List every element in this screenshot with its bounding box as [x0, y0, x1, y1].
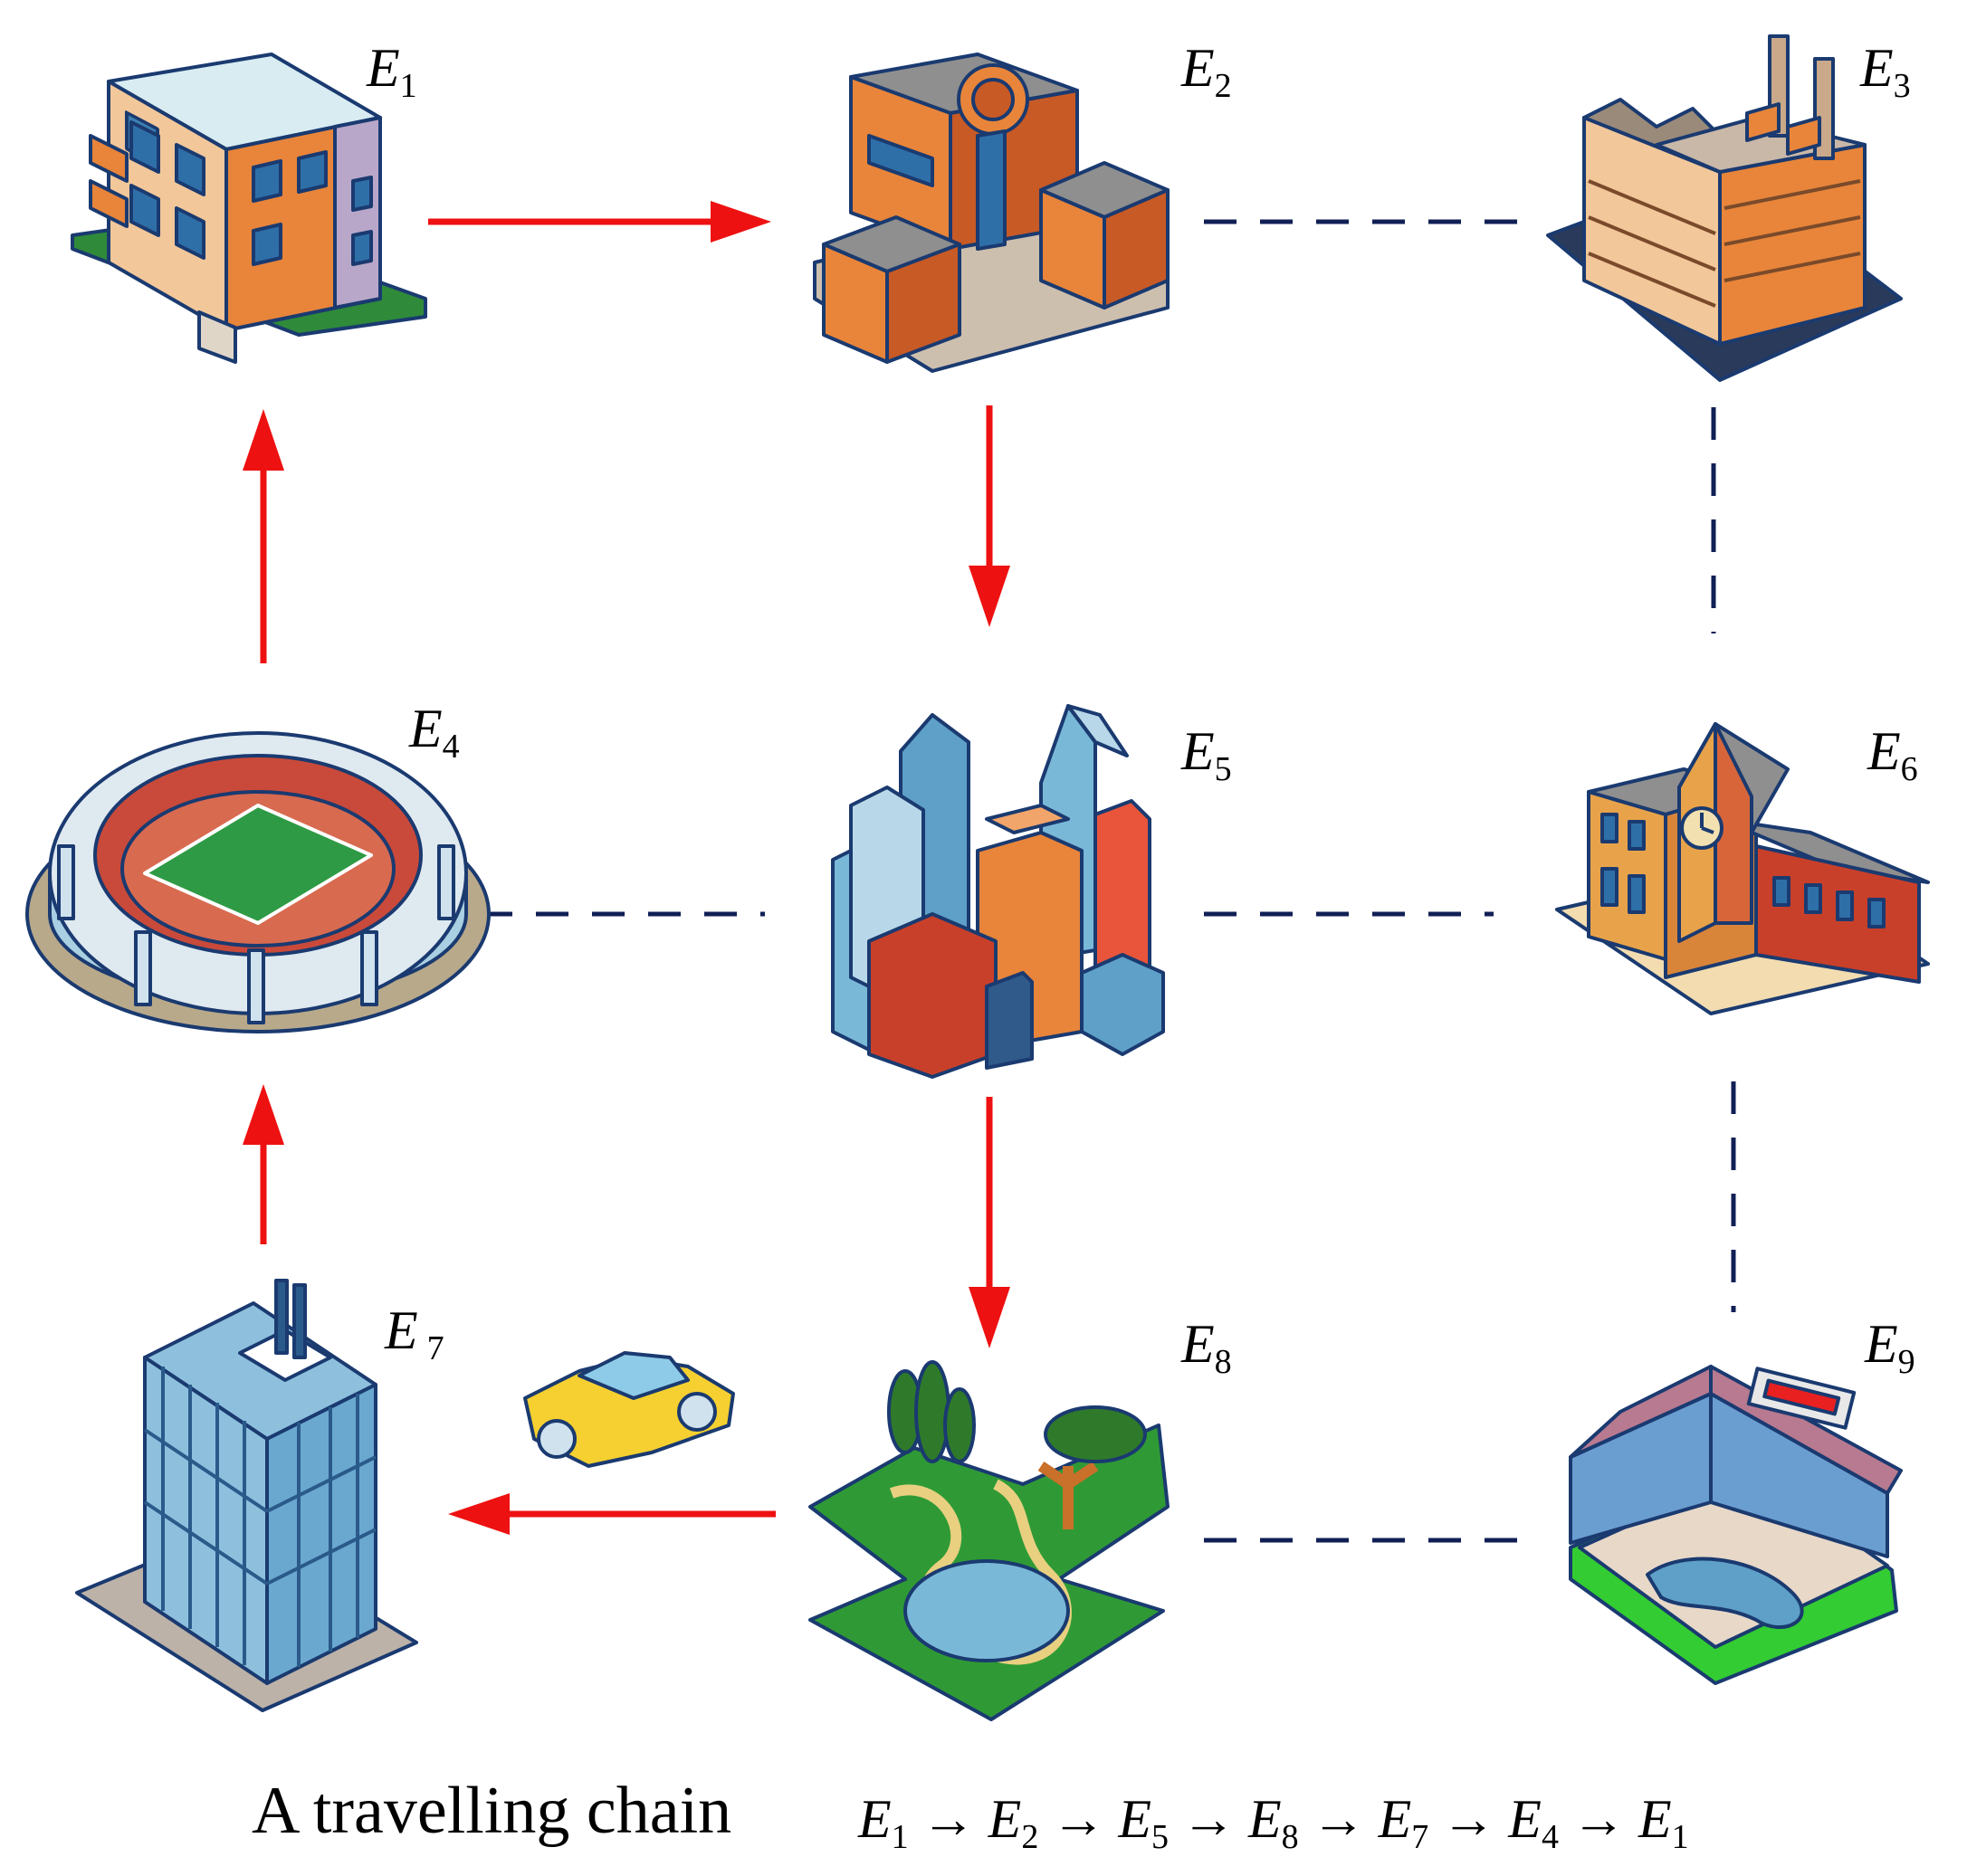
- shopping-mall-icon: [813, 52, 1170, 373]
- arrow-e4-e1: [243, 409, 284, 663]
- chain-node-sub: 7: [1411, 1818, 1428, 1856]
- chain-node-letter: E: [988, 1789, 1022, 1849]
- label-e4: E4: [408, 699, 460, 766]
- label-e9: E9: [1864, 1314, 1915, 1381]
- chain-node-letter: E: [1507, 1789, 1542, 1849]
- chain-node-sub: 5: [1151, 1818, 1169, 1856]
- chain-arrow: →: [1571, 1789, 1626, 1849]
- arrow-e5-e8: [969, 1097, 1010, 1348]
- chain-node-letter: E: [1247, 1789, 1282, 1849]
- chain-formula: E1→E2→E5→E8→E7→E4→E1: [857, 1789, 1689, 1856]
- arrow-e7-e4: [243, 1084, 284, 1244]
- dashed-links: [480, 219, 1736, 1543]
- chain-node-letter: E: [857, 1789, 892, 1849]
- chain-node-letter: E: [1638, 1789, 1672, 1849]
- label-e2: E2: [1180, 38, 1232, 105]
- label-e3: E3: [1859, 38, 1911, 105]
- arrow-e8-e7: [448, 1493, 776, 1535]
- chain-node-sub: 8: [1282, 1818, 1299, 1856]
- office-tower-icon: [75, 1279, 418, 1712]
- park-icon: [808, 1360, 1170, 1721]
- chain-arrow: →: [1312, 1789, 1366, 1849]
- motel-pool-icon: [1569, 1365, 1903, 1685]
- arrow-e1-e2: [428, 201, 771, 243]
- apartment-building-icon: [71, 52, 427, 364]
- caption: A travelling chain: [252, 1774, 731, 1848]
- chain-arrow: →: [1441, 1789, 1495, 1849]
- label-e1: E1: [366, 38, 417, 105]
- label-e6: E6: [1867, 721, 1918, 788]
- label-e5: E5: [1180, 721, 1232, 788]
- chain-arrow: →: [1181, 1789, 1236, 1849]
- arrow-e2-e5: [969, 405, 1010, 627]
- city-skyline-icon: [831, 704, 1165, 1079]
- chain-node-sub: 1: [892, 1818, 909, 1856]
- stadium-icon: [25, 731, 491, 1033]
- chain-node-sub: 2: [1021, 1818, 1038, 1856]
- chain-node-sub: 4: [1542, 1818, 1559, 1856]
- chain-arrow: →: [1051, 1789, 1105, 1849]
- chain-node-letter: E: [1378, 1789, 1412, 1849]
- chain-node-sub: 1: [1672, 1818, 1689, 1856]
- travel-arrows: [243, 201, 1010, 1535]
- chain-arrow: →: [921, 1789, 976, 1849]
- school-clocktower-icon: [1555, 722, 1930, 1015]
- label-e8: E8: [1180, 1314, 1232, 1381]
- chain-node-letter: E: [1117, 1789, 1151, 1849]
- taxi-car-icon: [523, 1351, 735, 1468]
- factory-icon: [1546, 34, 1903, 382]
